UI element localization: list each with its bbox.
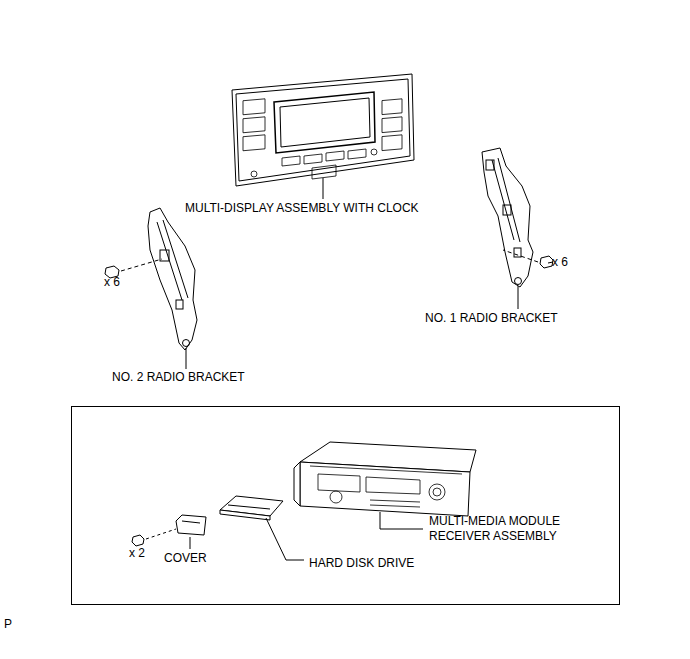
quantity-label: x 6 xyxy=(552,255,568,270)
detail-frame: x 2 COVER HARD DISK DRIVE MULTI-MEDIA MODUL… xyxy=(71,406,620,605)
part-name: NO. 1 RADIO BRACKET xyxy=(425,311,558,326)
part-name: HARD DISK DRIVE xyxy=(309,556,414,571)
quantity-label: x 6 xyxy=(104,275,120,290)
multi-display-drawing xyxy=(232,74,414,199)
part-name: MULTI-DISPLAY ASSEMBLY WITH CLOCK xyxy=(185,201,419,216)
hard-disk-drive-drawing xyxy=(220,496,304,560)
cover-drawing xyxy=(132,515,206,549)
part-name: NO. 2 RADIO BRACKET xyxy=(112,370,245,385)
part-name: MULTI-MEDIA MODULE RECEIVER ASSEMBLY xyxy=(429,514,579,544)
part-name: COVER xyxy=(164,551,207,566)
radio-bracket-1-drawing xyxy=(482,148,553,309)
figure-code: P xyxy=(4,617,12,632)
radio-bracket-2-drawing xyxy=(105,208,197,369)
quantity-label: x 2 xyxy=(129,546,145,561)
